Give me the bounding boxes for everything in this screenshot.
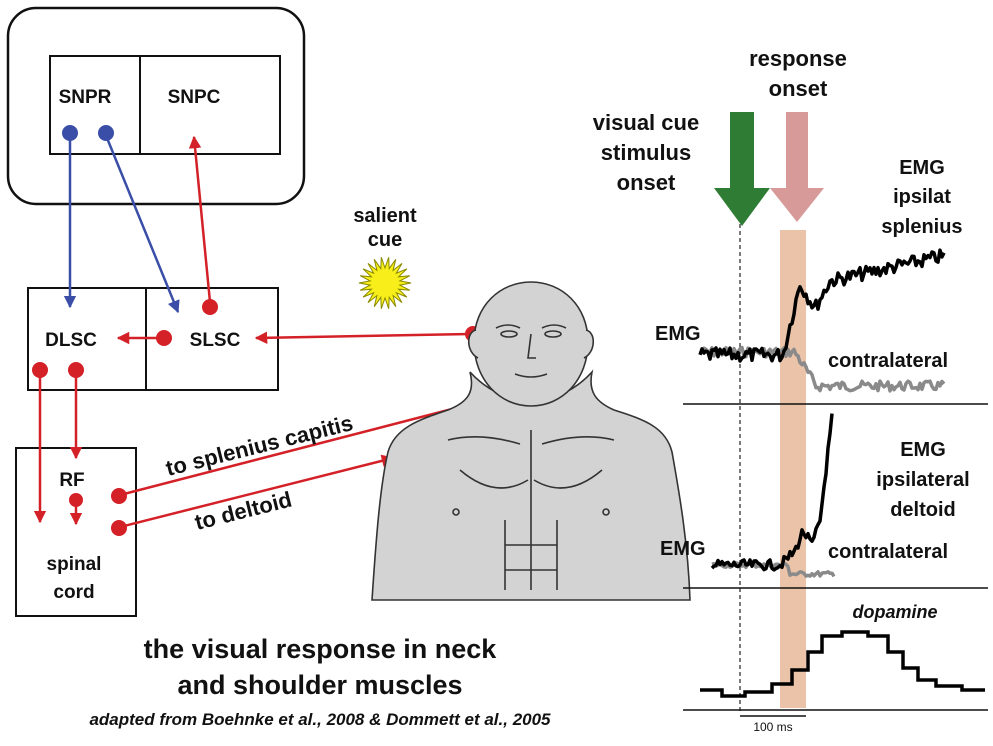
stimulus-label-1: visual cue [593,110,699,135]
slsc-to-snpc-soma [202,299,218,315]
human-figure [371,281,691,601]
salient-cue-label-1: salient [353,205,417,227]
spinal-label: spinal [47,554,102,575]
salient-cue-star [358,257,412,309]
splenius-title-3: splenius [881,216,962,238]
deltoid-motor-soma [111,520,127,536]
human-ear-left [467,329,479,359]
rf-soma [69,493,83,507]
cord-label: cord [53,582,94,603]
salient-cue-label-2: cue [368,229,402,251]
splenius-title-2: ipsilat [893,186,951,208]
human-face-details [447,324,615,590]
stimulus-label-3: onset [617,170,676,195]
substantia-nigra-inner-box [49,55,281,155]
dopamine-trace [700,630,985,698]
retina-to-slsc-arrow [254,331,471,345]
inhibitory-projections [62,125,180,314]
splenius-contralateral-trace [699,345,946,393]
deltoid-title-3: deltoid [890,499,956,521]
human-head [473,281,589,407]
scale-bar-label: 100 ms [753,720,792,734]
dlsc-soma-1 [32,362,48,378]
traces-panel: visual cue stimulus onset response onset… [593,46,988,734]
deltoid-title-2: ipsilateral [876,469,969,491]
response-onset-band [780,230,806,708]
dopamine-label: dopamine [852,602,937,622]
splenius-ipsilateral-trace [698,248,946,363]
snpr-soma-1 [62,125,78,141]
splenius-contra-label: contralateral [828,350,948,372]
snpc-label: SNPC [168,87,221,108]
dlsc-label: DLSC [45,330,97,351]
dlsc-soma-2 [68,362,84,378]
deltoid-title-1: EMG [900,439,946,461]
response-label-1: response [749,46,847,71]
slsc-to-dlsc-soma [156,330,172,346]
deltoid-emg-label: EMG [660,538,706,560]
human-ear-right [583,329,595,359]
to-deltoid-label: to deltoid [192,487,294,535]
substantia-nigra-outer-box [6,6,306,206]
snpr-to-slsc-arrow [105,137,180,314]
excitatory-projections [32,135,485,536]
caption-line-2: and shoulder muscles [177,670,463,700]
splenius-motor-soma [111,488,127,504]
stimulus-onset-arrow [714,112,770,226]
splenius-title-1: EMG [899,157,945,179]
response-label-2: onset [769,76,828,101]
superior-colliculus-box [27,287,279,391]
deltoid-contra-label: contralateral [828,541,948,563]
stimulus-label-2: stimulus [601,140,691,165]
response-onset-arrow [770,112,824,222]
to-splenius-label: to splenius capitis [163,410,355,481]
caption-line-1: the visual response in neck [143,634,497,664]
circuit-diagram: SNPR SNPC DLSC SLSC RF spinal cord [6,6,691,617]
deltoid-ipsilateral-trace [710,413,834,572]
snpr-soma-2 [98,125,114,141]
snpr-label: SNPR [59,87,112,108]
rf-label: RF [59,470,84,491]
slsc-label: SLSC [190,330,241,351]
to-deltoid-arrow [123,454,395,528]
caption-source: adapted from Boehnke et al., 2008 & Domm… [89,710,551,729]
to-splenius-arrow [123,397,485,496]
slsc-to-snpc-arrow [188,135,212,303]
splenius-emg-label: EMG [655,323,701,345]
